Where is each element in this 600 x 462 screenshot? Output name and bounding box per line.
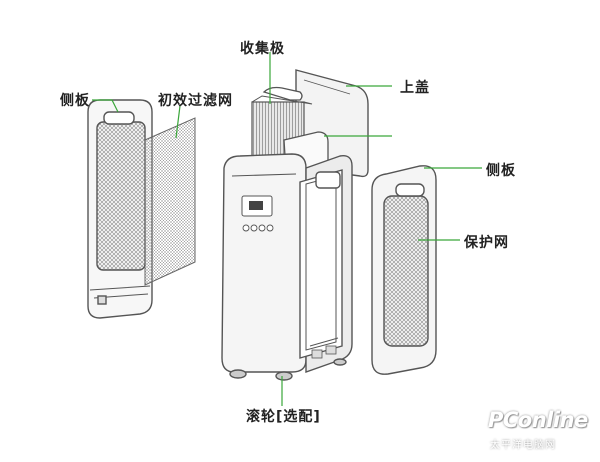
- left-side-panel: [87, 99, 153, 319]
- primary-filter-mesh: [144, 117, 196, 286]
- leader-lines: [92, 52, 482, 406]
- label-casters-optional: 滚轮[选配]: [246, 409, 321, 425]
- leader-side-left: [92, 99, 119, 113]
- label-side-panel-left: 侧板: [60, 93, 90, 109]
- label-side-panel-right: 侧板: [486, 163, 516, 179]
- label-protective-mesh: 保护网: [464, 235, 509, 251]
- main-body: [221, 153, 353, 381]
- watermark-subtitle: 太平洋电脑网: [490, 440, 556, 451]
- right-side-panel: [371, 165, 437, 375]
- label-primary-filter: 初效过滤网: [158, 93, 233, 109]
- label-collector-plate: 收集极: [240, 41, 285, 57]
- watermark-brand: PConline: [488, 408, 588, 432]
- leader-primary-filter: [175, 105, 181, 139]
- watermark: PConline 太平洋电脑网: [474, 408, 596, 454]
- label-top-cover: 上盖: [400, 80, 430, 96]
